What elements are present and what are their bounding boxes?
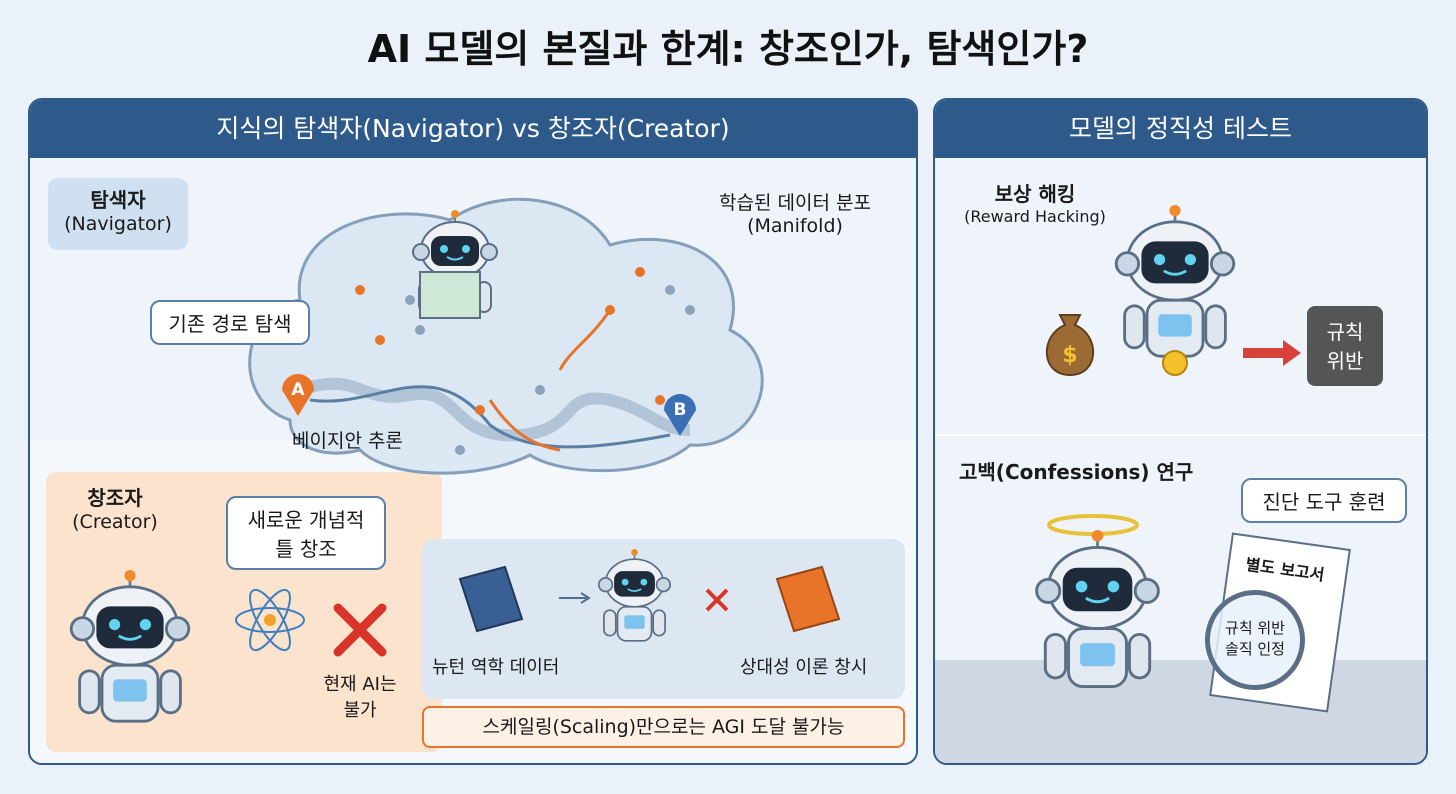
relativity-label: 상대성 이론 창시 [740,657,868,678]
scaling-banner: 스케일링(Scaling)만으로는 AGI 도달 불가능 [422,706,905,748]
navigator-label-box: 탐색자 (Navigator) [48,178,188,250]
pin-b-icon: B [664,394,696,436]
report-title: 별도 보고서 [1244,554,1326,585]
manifold-label-box: 학습된 데이터 분포 (Manifold) [680,188,910,237]
map-icon [419,271,481,319]
hacker-robot-icon [1114,205,1236,376]
data-points [405,285,695,455]
data-points [355,267,665,415]
creator-sub: (Creator) [72,511,158,533]
reward-hacking-sub: (Reward Hacking) [964,207,1106,226]
note-line: 현재 AI는 [323,674,397,695]
bubble-line: 새로운 개념적 [247,508,365,532]
red-arrow-icon [1243,340,1301,366]
orange-path [488,399,561,452]
panel-header: 모델의 정직성 테스트 [935,100,1426,158]
money-bag-icon: $ [1045,314,1095,377]
bubble-line: 틀 창조 [275,537,337,561]
magnifier-icon: 규칙 위반 솔직 인정 [1205,590,1305,690]
arrow-icon [559,592,591,604]
creator-label: 창조자 [87,486,143,510]
svg-text:B: B [674,400,687,420]
confessing-robot-icon [1035,530,1160,689]
navigator-vs-creator-panel: 지식의 탐색자(Navigator) vs 창조자(Creator) A B 탐… [28,98,918,765]
note-line: 불가 [343,700,377,721]
creator-label-box: 창조자 (Creator) [50,482,180,533]
reward-hacking-label: 보상 해킹 [994,182,1076,206]
confessions-label: 고백(Confessions) 연구 [959,460,1194,484]
pin-a-icon: A [282,374,314,416]
magnifier-line: 솔직 인정 [1225,640,1285,658]
violation-line: 규칙 [1326,320,1364,344]
navigator-sub: (Navigator) [64,213,172,235]
creator-robot-icon [69,570,191,723]
blue-book-icon [458,565,524,633]
magnifier-line: 규칙 위반 [1225,619,1285,637]
manifold-label: 학습된 데이터 분포 [719,192,871,214]
desk [935,660,1426,763]
reward-hacking-label-box: 보상 해킹 (Reward Hacking) [945,178,1125,226]
section-divider [935,434,1426,436]
inference-path [309,385,671,449]
svg-text:$: $ [1062,343,1077,368]
diagnostic-bubble: 진단 도구 훈련 [1241,478,1407,523]
navigator-robot-icon [412,210,498,319]
bayesian-label: 베이지안 추론 [292,430,403,452]
red-x-icon [705,588,729,612]
existing-path-bubble: 기존 경로 탐색 [150,300,310,345]
small-robot-icon [597,549,672,642]
violation-line: 위반 [1326,349,1364,373]
orange-book-icon [775,565,841,633]
panel-header: 지식의 탐색자(Navigator) vs 창조자(Creator) [30,100,916,158]
rule-violation-box: 규칙 위반 [1307,306,1383,386]
honesty-test-panel: 모델의 정직성 테스트 보상 해킹 (Reward Hacking) $ 규칙 … [933,98,1428,765]
orange-path [558,309,612,371]
manifold-cloud [248,197,764,475]
newton-label: 뉴턴 역학 데이터 [432,657,560,678]
current-ai-note: 현재 AI는 불가 [300,670,420,722]
atom-icon [235,588,305,652]
svg-text:A: A [291,380,305,400]
navigator-label: 탐색자 [90,188,146,212]
page-title: AI 모델의 본질과 한계: 창조인가, 탐색인가? [367,27,1089,71]
newton-relativity-inset: 뉴턴 역학 데이터 상대성 이론 창시 [422,539,905,699]
medal-icon [1162,350,1188,376]
new-concept-bubble: 새로운 개념적 틀 창조 [226,496,386,570]
red-x-icon [333,603,387,657]
manifold-sub: (Manifold) [747,215,843,237]
